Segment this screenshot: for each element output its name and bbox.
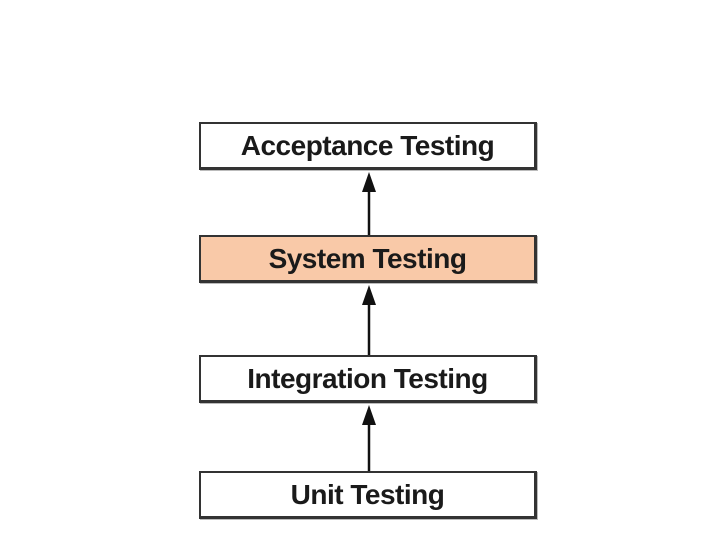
system-testing-box: System Testing <box>199 235 537 283</box>
acceptance-testing-box: Acceptance Testing <box>199 122 537 170</box>
unit-testing-box: Unit Testing <box>199 471 537 519</box>
acceptance-testing-label: Acceptance Testing <box>240 129 495 161</box>
arrow-system-to-acceptance <box>362 172 376 235</box>
unit-testing-label: Unit Testing <box>290 478 445 510</box>
arrow-integration-to-system <box>362 285 376 355</box>
integration-testing-box: Integration Testing <box>199 355 537 403</box>
integration-testing-label: Integration Testing <box>247 362 488 394</box>
arrow-unit-to-integration <box>362 405 376 471</box>
system-testing-label: System Testing <box>268 242 467 274</box>
